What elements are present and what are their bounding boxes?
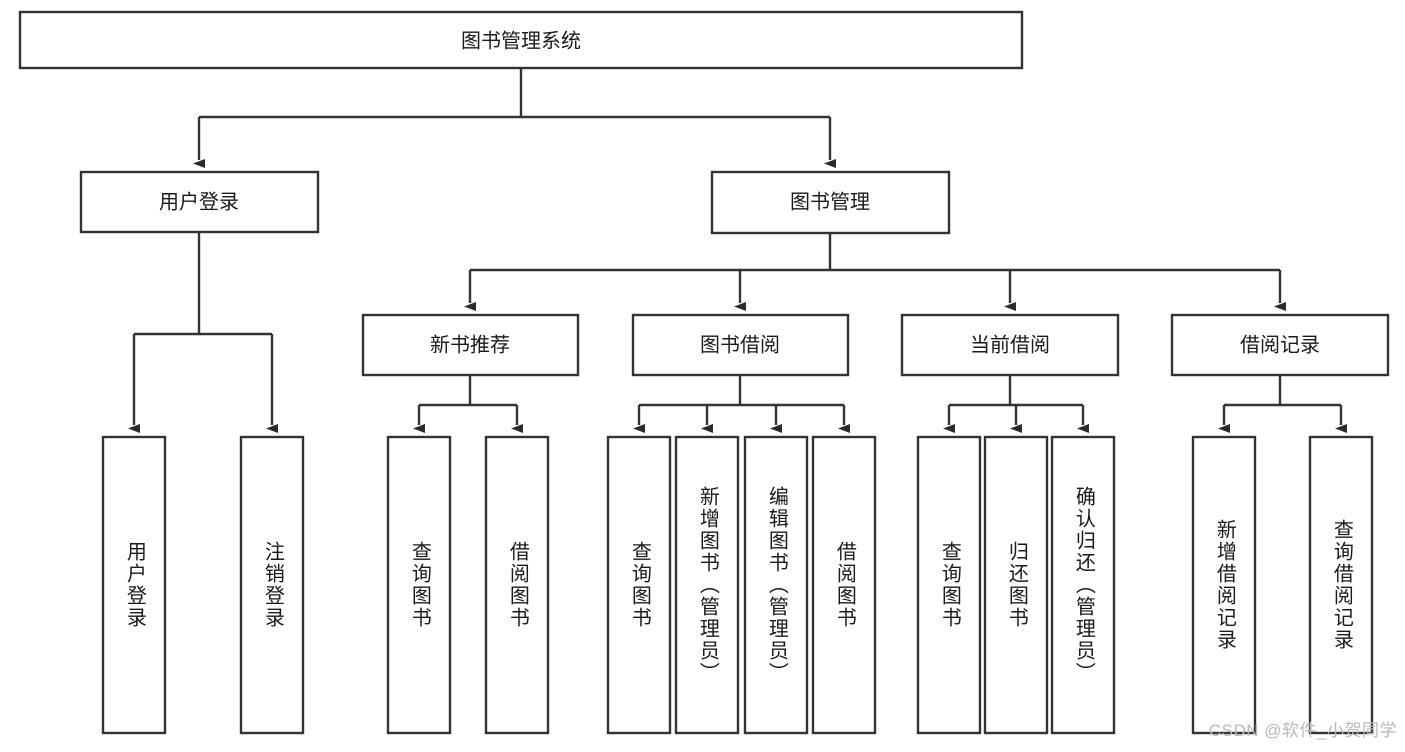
node-current-borrow-label: 当前借阅 [970, 333, 1050, 356]
connector-borrow-record-to-leaves [1218, 375, 1347, 433]
node-book-management-label: 图书管理 [790, 190, 870, 213]
node-book-management[interactable]: 图书管理 [710, 170, 951, 235]
leaf-box-new-book-query[interactable] [386, 435, 452, 735]
leaf-box-borrow-lend[interactable] [811, 435, 877, 735]
connector-new-book-to-leaves [413, 375, 523, 433]
leaf-box-borrow-add[interactable] [674, 435, 740, 735]
node-current-borrow[interactable]: 当前借阅 [900, 313, 1120, 377]
leaf-box-record-add[interactable] [1191, 435, 1257, 735]
node-root-label: 图书管理系统 [461, 29, 581, 52]
connector-user-login-to-leaves [128, 232, 278, 433]
connector-book-mgmt-to-level3 [464, 233, 1286, 311]
connector-book-borrow-to-leaves [633, 375, 850, 433]
leaf-box-new-book-borrow[interactable] [484, 435, 550, 735]
node-user-login[interactable]: 用户登录 [79, 170, 320, 234]
node-borrow-record[interactable]: 借阅记录 [1170, 313, 1390, 377]
leaf-box-user-login-login[interactable] [101, 435, 167, 735]
connector-current-borrow-to-leaves [943, 375, 1089, 433]
node-user-login-label: 用户登录 [159, 190, 239, 213]
leaf-box-current-confirm[interactable] [1050, 435, 1116, 735]
leaf-boxes [101, 435, 1374, 735]
node-new-book-recommend-label: 新书推荐 [430, 333, 510, 356]
node-new-book-recommend[interactable]: 新书推荐 [361, 313, 580, 377]
leaf-box-borrow-query[interactable] [606, 435, 672, 735]
node-book-borrow[interactable]: 图书借阅 [631, 313, 850, 377]
leaf-box-borrow-edit[interactable] [743, 435, 809, 735]
leaf-box-current-query[interactable] [916, 435, 982, 735]
leaf-box-user-login-logout[interactable] [239, 435, 305, 735]
connector-root-to-level2 [193, 68, 836, 168]
leaf-box-current-return[interactable] [983, 435, 1049, 735]
csdn-watermark: CSDN @软件_小贺同学 [1208, 721, 1397, 740]
node-book-borrow-label: 图书借阅 [700, 333, 780, 356]
node-root[interactable]: 图书管理系统 [18, 10, 1024, 70]
node-borrow-record-label: 借阅记录 [1240, 333, 1320, 356]
leaf-box-record-query[interactable] [1308, 435, 1374, 735]
